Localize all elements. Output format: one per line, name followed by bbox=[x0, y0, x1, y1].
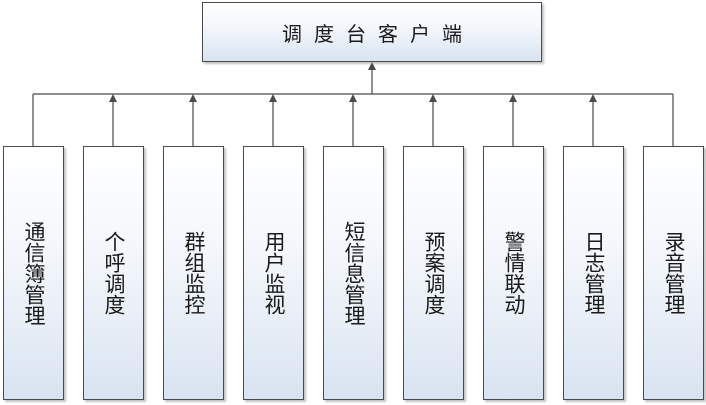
module-label: 日志管理 bbox=[582, 231, 606, 315]
module-box-5: 预案调度 bbox=[403, 146, 464, 400]
module-box-2: 群组监控 bbox=[163, 146, 224, 400]
module-label: 群组监控 bbox=[182, 231, 206, 315]
module-label: 短信息管理 bbox=[342, 220, 366, 326]
module-label: 录音管理 bbox=[662, 231, 686, 315]
module-label: 警情联动 bbox=[502, 231, 526, 315]
module-box-4: 短信息管理 bbox=[323, 146, 384, 400]
module-label: 用户监视 bbox=[262, 231, 286, 315]
module-box-8: 录音管理 bbox=[643, 146, 704, 400]
module-label: 预案调度 bbox=[422, 231, 446, 315]
module-box-0: 通信簿管理 bbox=[3, 146, 64, 400]
module-box-3: 用户监视 bbox=[243, 146, 304, 400]
module-box-7: 日志管理 bbox=[563, 146, 624, 400]
module-label: 通信簿管理 bbox=[22, 220, 46, 326]
module-label: 个呼调度 bbox=[102, 231, 126, 315]
module-box-6: 警情联动 bbox=[483, 146, 544, 400]
module-box-1: 个呼调度 bbox=[83, 146, 144, 400]
root-label: 调度台客户端 bbox=[282, 21, 474, 46]
root-box-client: 调度台客户端 bbox=[202, 2, 542, 62]
